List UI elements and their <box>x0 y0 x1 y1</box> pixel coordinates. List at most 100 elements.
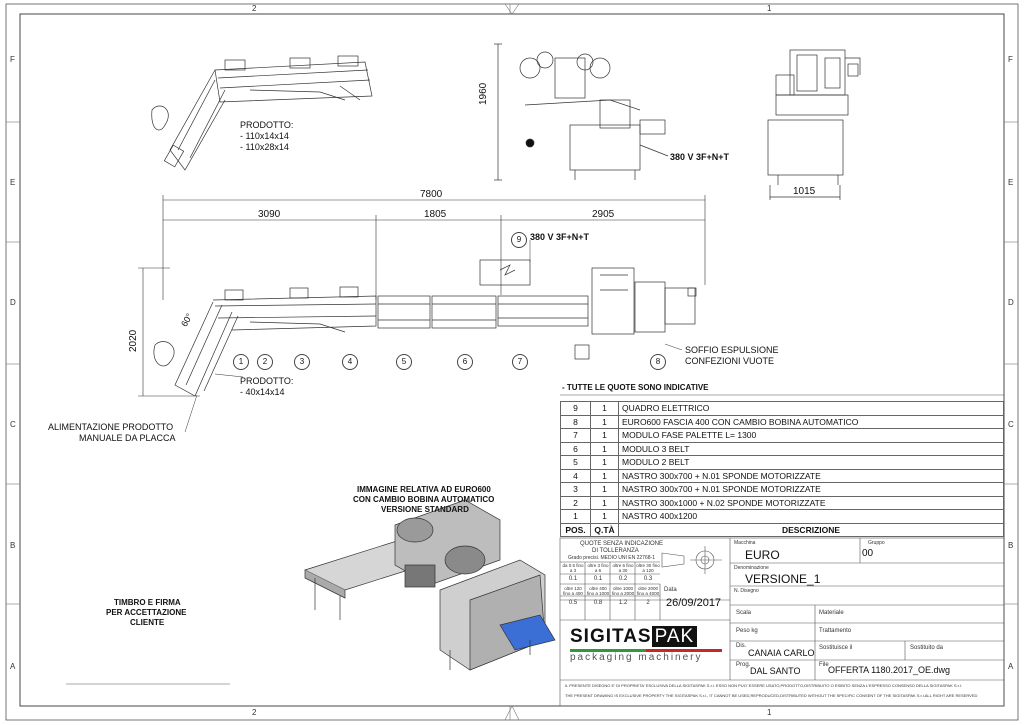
bom-qty: 1 <box>590 495 619 510</box>
tol-header: oltre 400 fino a 1000 <box>586 586 610 596</box>
stamp-note-3: CLIENTE <box>130 618 165 627</box>
dim-seg2: 1805 <box>424 209 447 220</box>
bom-qty: 1 <box>590 428 619 443</box>
zone-right-A: A <box>1008 662 1014 671</box>
tol-header: oltre 1000 fino a 2000 <box>611 586 635 596</box>
table-header: POS. Q.TÀ DESCRIZIONE <box>560 522 1004 537</box>
zone-top-2: 2 <box>252 4 257 13</box>
wrapper-side-view <box>767 49 861 200</box>
dim-width-side: 1015 <box>793 186 816 197</box>
feed-note-2: MANUALE DA PLACCA <box>79 433 176 443</box>
file-label: File <box>819 662 829 668</box>
ndis-label: N. Disegno <box>734 588 759 594</box>
bom-qty: 1 <box>590 482 619 497</box>
tol-header: da 0.5 fino a 3 <box>562 563 584 573</box>
plan-conveyor-line <box>153 259 697 397</box>
blow-note-2: CONFEZIONI VUOTE <box>685 356 775 366</box>
bom-desc: EURO600 FASCIA 400 CON CAMBIO BOBINA AUT… <box>618 414 1004 429</box>
tol-value: 0.8 <box>593 600 603 606</box>
date-label: Data <box>664 587 677 593</box>
macchina-value: EURO <box>745 548 780 562</box>
tol-header: oltre 2000 fino a 4000 <box>636 586 660 596</box>
zone-right-B: B <box>1008 541 1014 550</box>
denom-label: Denominazione <box>734 565 769 571</box>
bom-desc: NASTRO 300x700 + N.01 SPONDE MOTORIZZATE <box>618 468 1004 483</box>
bom-head-pos: POS. <box>560 522 591 537</box>
tol-value: 2 <box>646 600 650 606</box>
image-caption-3: VERSIONE STANDARD <box>381 505 469 514</box>
date-value: 26/09/2017 <box>666 597 722 609</box>
bom-pos: 5 <box>560 455 591 470</box>
all-quotes-note: - TUTTE LE QUOTE SONO INDICATIVE <box>562 383 709 392</box>
dis-value: CANAIA CARLO <box>748 648 815 658</box>
logo-stripe <box>570 649 722 652</box>
bom-desc: MODULO FASE PALETTE L= 1300 <box>618 428 1004 443</box>
zone-left-A: A <box>10 662 16 671</box>
bom-pos: 7 <box>560 428 591 443</box>
tol-value: 0.3 <box>643 576 653 582</box>
zone-top-1: 1 <box>767 4 772 13</box>
tol-value: 0.2 <box>618 576 628 582</box>
power-plan: 380 V 3F+N+T <box>530 232 590 242</box>
macchina-label: Macchina <box>734 540 756 546</box>
zone-left-D: D <box>10 298 16 307</box>
callout-5: 5 <box>396 354 412 370</box>
trattamento-label: Trattamento <box>819 628 852 634</box>
callout-7: 7 <box>512 354 528 370</box>
tol-header: oltre 120 fino a 400 <box>563 586 583 596</box>
dim-height-plan: 2020 <box>128 329 139 352</box>
tol-header: oltre 30 fino a 120 <box>636 563 660 573</box>
dim-seg3: 2905 <box>592 209 615 220</box>
tol-value: 0.1 <box>568 576 578 582</box>
bom-qty: 1 <box>590 414 619 429</box>
legal-text-2: THE PRESENT DRAWING IS EXCLUSIVE PROPERT… <box>565 693 978 698</box>
zone-right-F: F <box>1008 55 1013 64</box>
zone-bottom-1: 1 <box>767 708 772 717</box>
bom-qty: 1 <box>590 455 619 470</box>
bom-desc: MODULO 3 BELT <box>618 441 1004 456</box>
callout-2: 2 <box>257 354 273 370</box>
bom-desc: QUADRO ELETTRICO <box>618 401 1004 416</box>
dim-height-top: 1960 <box>478 82 489 105</box>
wrapper-front-view <box>494 43 669 181</box>
feed-note-1: ALIMENTAZIONE PRODOTTO <box>48 422 174 432</box>
image-caption-1: IMMAGINE RELATIVA AD EURO600 <box>357 485 491 494</box>
bom-pos: 4 <box>560 468 591 483</box>
dis-label: Dis. <box>736 643 747 649</box>
tol-line-3: Grado precisi. MEDIO UNI EN 22768-1 <box>568 555 655 561</box>
prog-label: Prog. <box>736 662 751 668</box>
logo-text-a: SIGITAS <box>570 626 652 647</box>
callout-4: 4 <box>342 354 358 370</box>
callout-3: 3 <box>294 354 310 370</box>
peso-label: Peso kg <box>736 628 758 634</box>
zone-right-C: C <box>1008 420 1014 429</box>
callout-1: 1 <box>233 354 249 370</box>
callout-9: 9 <box>511 232 527 248</box>
dim-overall: 7800 <box>420 189 443 200</box>
bom-head-qty: Q.TÀ <box>590 522 619 537</box>
image-caption-2: CON CAMBIO BOBINA AUTOMATICO <box>353 495 495 504</box>
zone-left-E: E <box>10 178 16 187</box>
power-top: 380 V 3F+N+T <box>670 152 730 162</box>
tol-line-2: DI TOLLERANZA <box>592 548 639 554</box>
legal-text-1: IL PRESENTE DISEGNO E' DI PROPRIETA' ESC… <box>565 683 962 688</box>
file-value: OFFERTA 1180.2017_OE.dwg <box>828 665 951 675</box>
bom-qty: 1 <box>590 441 619 456</box>
bom-desc: NASTRO 400x1200 <box>618 509 1004 524</box>
euro600-isometric-image <box>304 499 556 671</box>
tol-value: 0.5 <box>568 600 578 606</box>
bom-qty: 1 <box>590 468 619 483</box>
blow-note-1: SOFFIO ESPULSIONE <box>685 345 779 355</box>
bom-qty: 1 <box>590 401 619 416</box>
bom-desc: MODULO 2 BELT <box>618 455 1004 470</box>
product-top-2: - 110x28x14 <box>240 142 289 152</box>
callout-6: 6 <box>457 354 473 370</box>
